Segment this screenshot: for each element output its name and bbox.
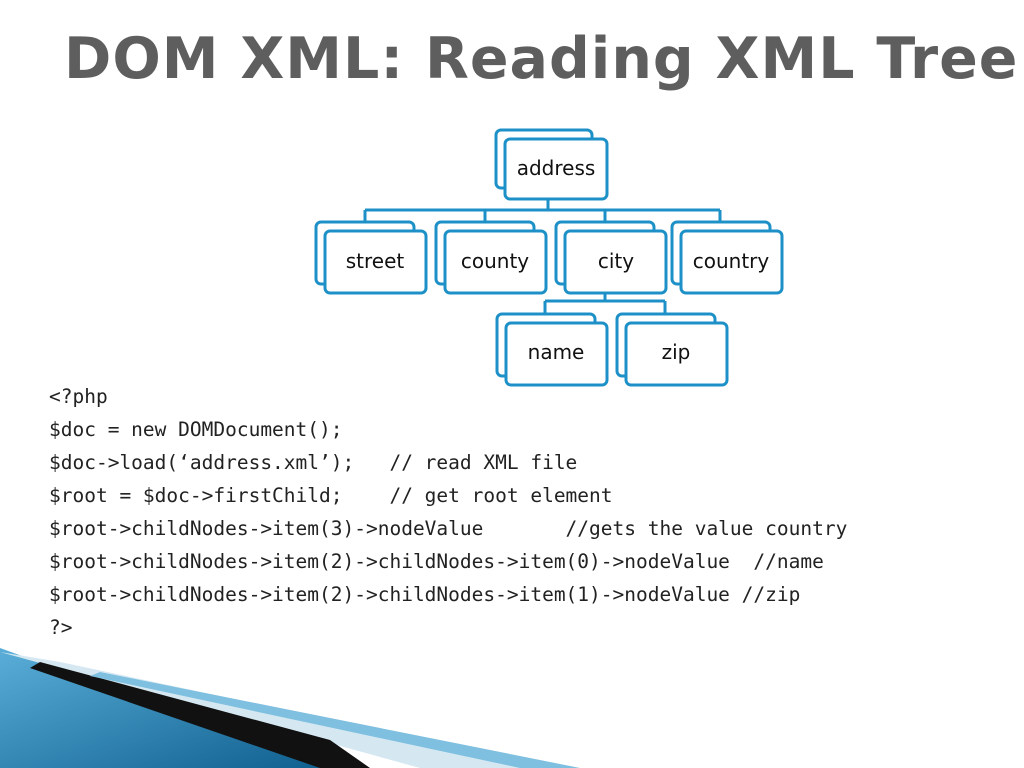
node-front-plate bbox=[503, 137, 609, 201]
tree-node-address: address bbox=[494, 128, 609, 201]
tree-node-county: county bbox=[434, 220, 548, 295]
node-front-plate bbox=[679, 229, 784, 295]
node-label-country: country bbox=[693, 249, 770, 273]
node-front-plate bbox=[443, 229, 548, 295]
node-label-address: address bbox=[517, 156, 596, 180]
code-line: $doc->load(‘address.xml’); // read XML f… bbox=[49, 451, 578, 474]
node-label-city: city bbox=[598, 249, 634, 273]
tree-node-zip: zip bbox=[615, 312, 729, 387]
tree-node-city: city bbox=[554, 220, 668, 295]
node-front-plate bbox=[563, 229, 668, 295]
node-front-plate bbox=[504, 321, 609, 387]
code-line: ?> bbox=[49, 616, 73, 639]
code-line: $root->childNodes->item(3)->nodeValue //… bbox=[49, 517, 848, 540]
code-line: $root->childNodes->item(2)->childNodes->… bbox=[49, 583, 801, 606]
code-line: $root->childNodes->item(2)->childNodes->… bbox=[49, 550, 824, 573]
deco-blue-stripe bbox=[90, 672, 580, 768]
tree-node-street: street bbox=[314, 220, 428, 295]
node-front-plate bbox=[323, 229, 428, 295]
node-front-plate bbox=[624, 321, 729, 387]
code-line: $doc = new DOMDocument(); bbox=[49, 418, 343, 441]
code-line: <?php bbox=[49, 385, 108, 408]
code-line: $root = $doc->firstChild; // get root el… bbox=[49, 484, 613, 507]
slide-title: DOM XML: Reading XML Tree bbox=[64, 26, 1019, 92]
tree-connectors bbox=[363, 197, 722, 314]
php-code-block: <?php $doc = new DOMDocument(); $doc->lo… bbox=[49, 380, 847, 644]
node-label-street: street bbox=[346, 249, 405, 273]
tree-node-name: name bbox=[495, 312, 609, 387]
node-label-county: county bbox=[461, 249, 529, 273]
node-label-name: name bbox=[528, 340, 585, 364]
tree-node-country: country bbox=[670, 220, 784, 295]
deco-black-stripe bbox=[30, 662, 370, 768]
node-label-zip: zip bbox=[662, 340, 691, 364]
